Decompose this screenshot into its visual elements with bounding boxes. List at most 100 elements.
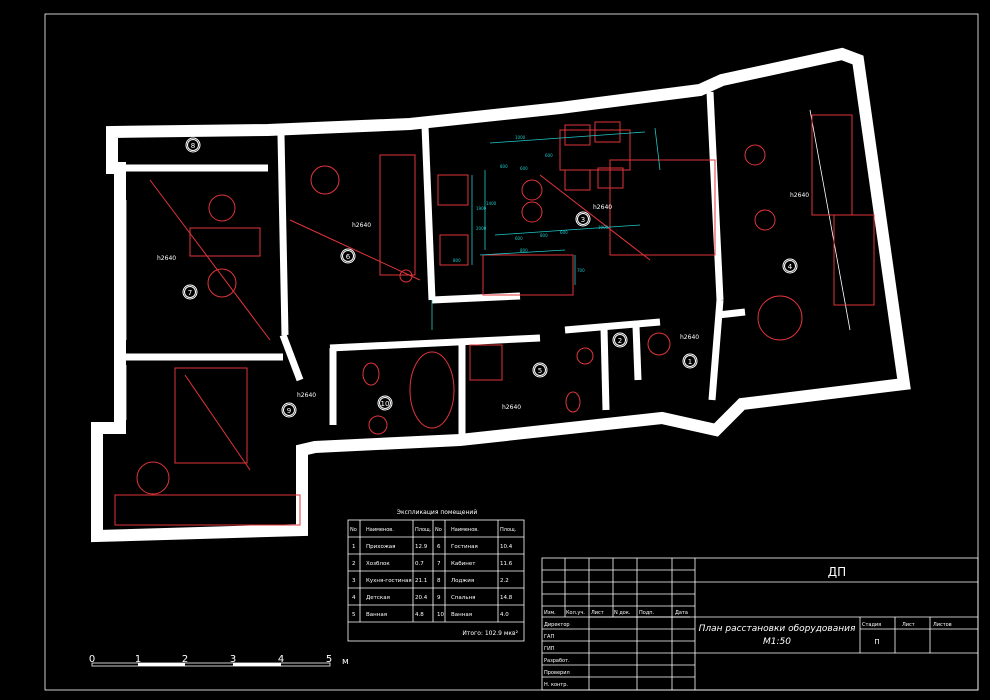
room-marker-3: 3 bbox=[575, 211, 591, 227]
column-header: N док. bbox=[614, 610, 631, 616]
desk bbox=[189, 227, 261, 257]
svg-text:600: 600 bbox=[520, 166, 528, 171]
room-marker-2: 2 bbox=[612, 332, 628, 348]
toilet bbox=[565, 391, 581, 413]
sheets-header: Листов bbox=[933, 622, 952, 628]
column-header: Лист bbox=[591, 610, 604, 616]
table-cell: 4.8 bbox=[415, 612, 424, 618]
table-header: Площ. bbox=[415, 527, 432, 533]
table-cell: 20.4 bbox=[415, 595, 428, 601]
table-cell: 10 bbox=[437, 612, 444, 618]
table-cell: Прихожая bbox=[366, 544, 395, 550]
floor-plan: 1000 800 600 800 600 800 1000 800 600 19… bbox=[91, 47, 911, 543]
svg-text:600: 600 bbox=[560, 230, 568, 235]
table-cell: Ванная bbox=[451, 612, 472, 618]
table-cell: 6 bbox=[437, 544, 441, 550]
svg-text:600: 600 bbox=[545, 153, 553, 158]
scale-label: 5 bbox=[326, 654, 332, 665]
svg-text:800: 800 bbox=[453, 258, 461, 263]
wardrobe bbox=[833, 214, 875, 306]
scale-label: 1 bbox=[135, 654, 141, 665]
room-marker-6: 6 bbox=[340, 248, 356, 264]
svg-text:800: 800 bbox=[500, 164, 508, 169]
room-number: 4 bbox=[788, 263, 793, 271]
svg-text:600: 600 bbox=[515, 236, 523, 241]
role-label: ГАП bbox=[544, 634, 554, 640]
column-header: Подп. bbox=[639, 610, 655, 616]
table-cell: 14.8 bbox=[500, 595, 513, 601]
room-number: 3 bbox=[581, 216, 585, 224]
hob bbox=[437, 174, 469, 206]
room-marker-8: 8 bbox=[185, 137, 201, 153]
role-label: Н. контр. bbox=[544, 682, 568, 688]
height-label: h2640 bbox=[502, 404, 521, 411]
table-cell: 7 bbox=[437, 561, 441, 567]
height-label: h2640 bbox=[297, 392, 316, 399]
table-cell: 2.2 bbox=[500, 578, 509, 584]
rug bbox=[647, 332, 671, 356]
table-cell: 10.4 bbox=[500, 544, 513, 550]
table-header: No bbox=[350, 527, 357, 533]
height-label: h2640 bbox=[593, 204, 612, 211]
scale-label: 0 bbox=[89, 654, 95, 665]
role-label: Разработ. bbox=[544, 658, 570, 664]
room-marker-1: 1 bbox=[682, 353, 698, 369]
washbasin bbox=[368, 415, 388, 435]
column-header: Дата bbox=[675, 610, 688, 616]
svg-text:800: 800 bbox=[520, 248, 528, 253]
furniture bbox=[114, 114, 875, 526]
table-cell: Детская bbox=[366, 595, 390, 601]
role-label: Проверил bbox=[544, 670, 570, 676]
sheet-frame bbox=[44, 13, 979, 691]
table-cell: 21.1 bbox=[415, 578, 427, 584]
sheet-scale: М1:50 bbox=[763, 637, 791, 647]
table-cell: Хозблок bbox=[366, 561, 390, 567]
wardrobe bbox=[811, 114, 853, 216]
armchair bbox=[310, 165, 340, 195]
table-cell: 3 bbox=[352, 578, 356, 584]
room-marker-10: 10 bbox=[377, 395, 393, 411]
room-marker-4: 4 bbox=[782, 258, 798, 274]
column-header: Кол.уч. bbox=[566, 610, 585, 616]
room-number: 7 bbox=[188, 289, 192, 297]
table-cell: Лоджия bbox=[451, 578, 474, 584]
round-rug bbox=[757, 295, 803, 341]
room-number: 5 bbox=[538, 367, 542, 375]
table-cell: Гостиная bbox=[451, 544, 478, 550]
outer-walls bbox=[91, 47, 911, 543]
dimension-labels: 1000 800 600 800 600 800 1000 800 600 19… bbox=[453, 135, 609, 273]
room-number: 8 bbox=[191, 142, 195, 150]
stage-value: П bbox=[874, 638, 879, 646]
table-cell: 4 bbox=[352, 595, 356, 601]
washbasin bbox=[576, 347, 594, 365]
table-cell: 12.9 bbox=[415, 544, 428, 550]
bed bbox=[174, 367, 248, 464]
stage-header: Стадия bbox=[862, 622, 881, 628]
toilet bbox=[362, 362, 380, 386]
role-label: ГИП bbox=[544, 646, 555, 652]
sink bbox=[439, 234, 469, 266]
table-cell: Кабинет bbox=[451, 561, 476, 567]
table-cell: Ванная bbox=[366, 612, 387, 618]
svg-text:800: 800 bbox=[540, 233, 548, 238]
height-label: h2640 bbox=[352, 222, 371, 229]
scale-label: 3 bbox=[230, 654, 236, 665]
table-cell: 5 bbox=[352, 612, 356, 618]
height-label: h2640 bbox=[157, 255, 176, 262]
column-header: Изм. bbox=[544, 610, 556, 616]
scale-unit: м bbox=[342, 657, 349, 667]
sofa bbox=[379, 154, 416, 276]
table-cell: 2 bbox=[352, 561, 356, 567]
table-header: No bbox=[435, 527, 442, 533]
table-header: Площ. bbox=[500, 527, 517, 533]
armchair bbox=[207, 268, 237, 298]
room-markers: 1 2 3 4 5 6 7 8 9 10 bbox=[182, 137, 798, 418]
room-number: 2 bbox=[618, 337, 622, 345]
table-cell: 4.0 bbox=[500, 612, 509, 618]
sheet-title: План расстановки оборудования bbox=[699, 624, 856, 634]
table-header: Наименов. bbox=[366, 527, 394, 533]
room-marker-9: 9 bbox=[281, 402, 297, 418]
